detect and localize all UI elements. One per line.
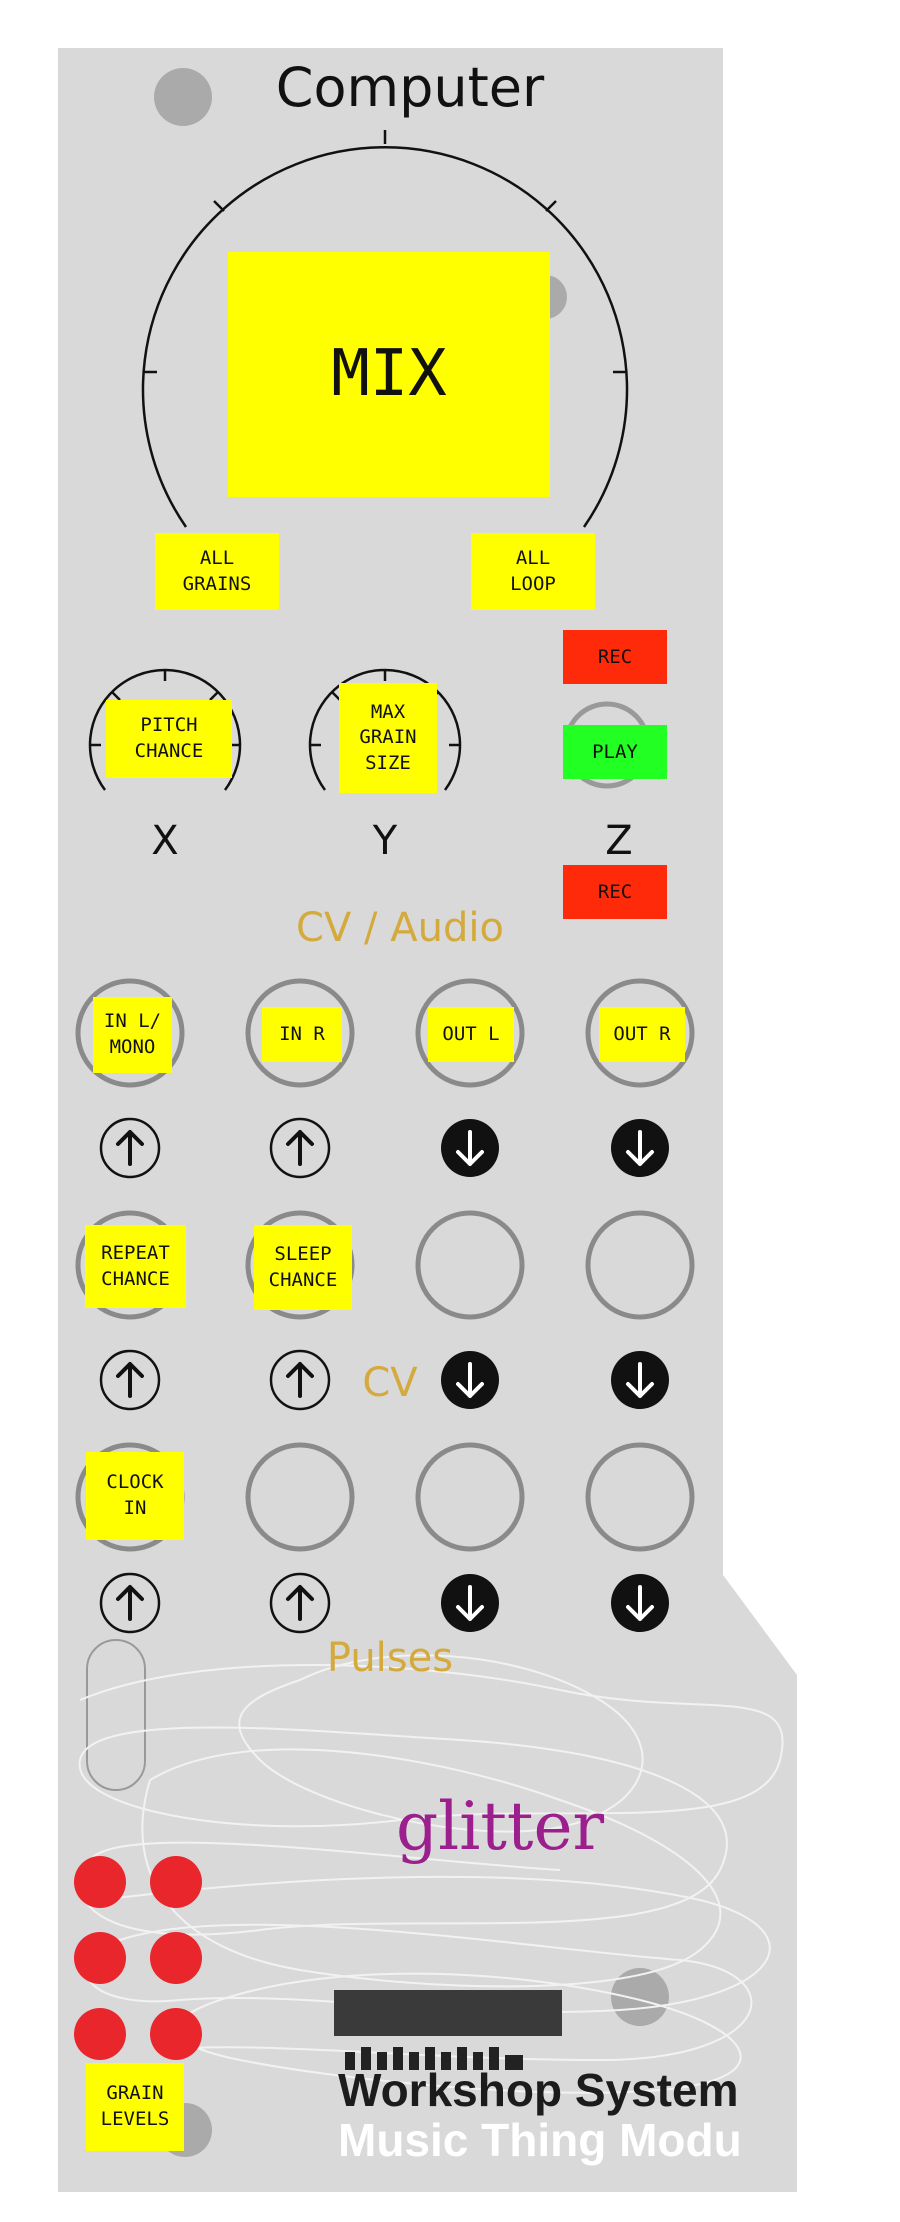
arrow-up-circle-icon (99, 1117, 331, 1634)
in-r-jack[interactable]: IN R (262, 1007, 342, 1062)
section-cv-audio: CV / Audio (296, 905, 504, 951)
mix-knob[interactable]: MIX (228, 252, 550, 497)
display-bar (334, 1990, 562, 2036)
footer-music-thing-text: Music Thing Modu (338, 2114, 742, 2166)
section-pulses: Pulses (326, 1635, 454, 1681)
decorative-scribbles (78, 1654, 784, 2094)
in-l-mono-jack[interactable]: IN L/ MONO (93, 997, 172, 1073)
max-grain-size-knob[interactable]: MAX GRAIN SIZE (339, 683, 437, 793)
cv-jack (585, 1210, 695, 1320)
led (74, 1856, 202, 2060)
mounting-hole (611, 1968, 669, 2026)
brand-logo: glitter (395, 1788, 605, 1865)
pulse-jack (585, 1442, 695, 1552)
pulse-jack (245, 1442, 355, 1552)
section-cv: CV (362, 1360, 418, 1406)
all-loop-note: ALL LOOP (471, 533, 595, 610)
pulse-jack (415, 1442, 525, 1552)
knob-x-label: X (151, 818, 179, 864)
cv-jack (415, 1210, 525, 1320)
out-r-jack[interactable]: OUT R (599, 1007, 685, 1062)
play-button[interactable]: PLAY (563, 725, 667, 779)
rec-top-button[interactable]: REC (563, 630, 667, 684)
card-slot (86, 1639, 146, 1791)
footer-workshop-system: Workshop System (338, 2064, 739, 2116)
pitch-chance-knob[interactable]: PITCH CHANCE (106, 700, 232, 778)
clock-in-jack[interactable]: CLOCK IN (86, 1452, 184, 1540)
main-knob-scale (141, 146, 629, 528)
barcode-logo-icon (345, 2047, 523, 2070)
mounting-hole (154, 68, 212, 126)
switch-z-label: Z (605, 818, 633, 864)
cv-jack (245, 1210, 355, 1320)
grain-levels-note: GRAIN LEVELS (86, 2063, 184, 2151)
rec-bottom-button[interactable]: REC (563, 865, 667, 919)
knob-y-label: Y (372, 818, 398, 864)
repeat-chance-jack[interactable]: REPEAT CHANCE (85, 1225, 186, 1308)
module-title: Computer (275, 56, 545, 119)
sleep-chance-jack[interactable]: SLEEP CHANCE (254, 1225, 352, 1310)
all-grains-note: ALL GRAINS (155, 533, 279, 610)
footer-music-thing: Music Thing Modu (338, 2113, 797, 2173)
out-l-jack[interactable]: OUT L (428, 1007, 514, 1062)
